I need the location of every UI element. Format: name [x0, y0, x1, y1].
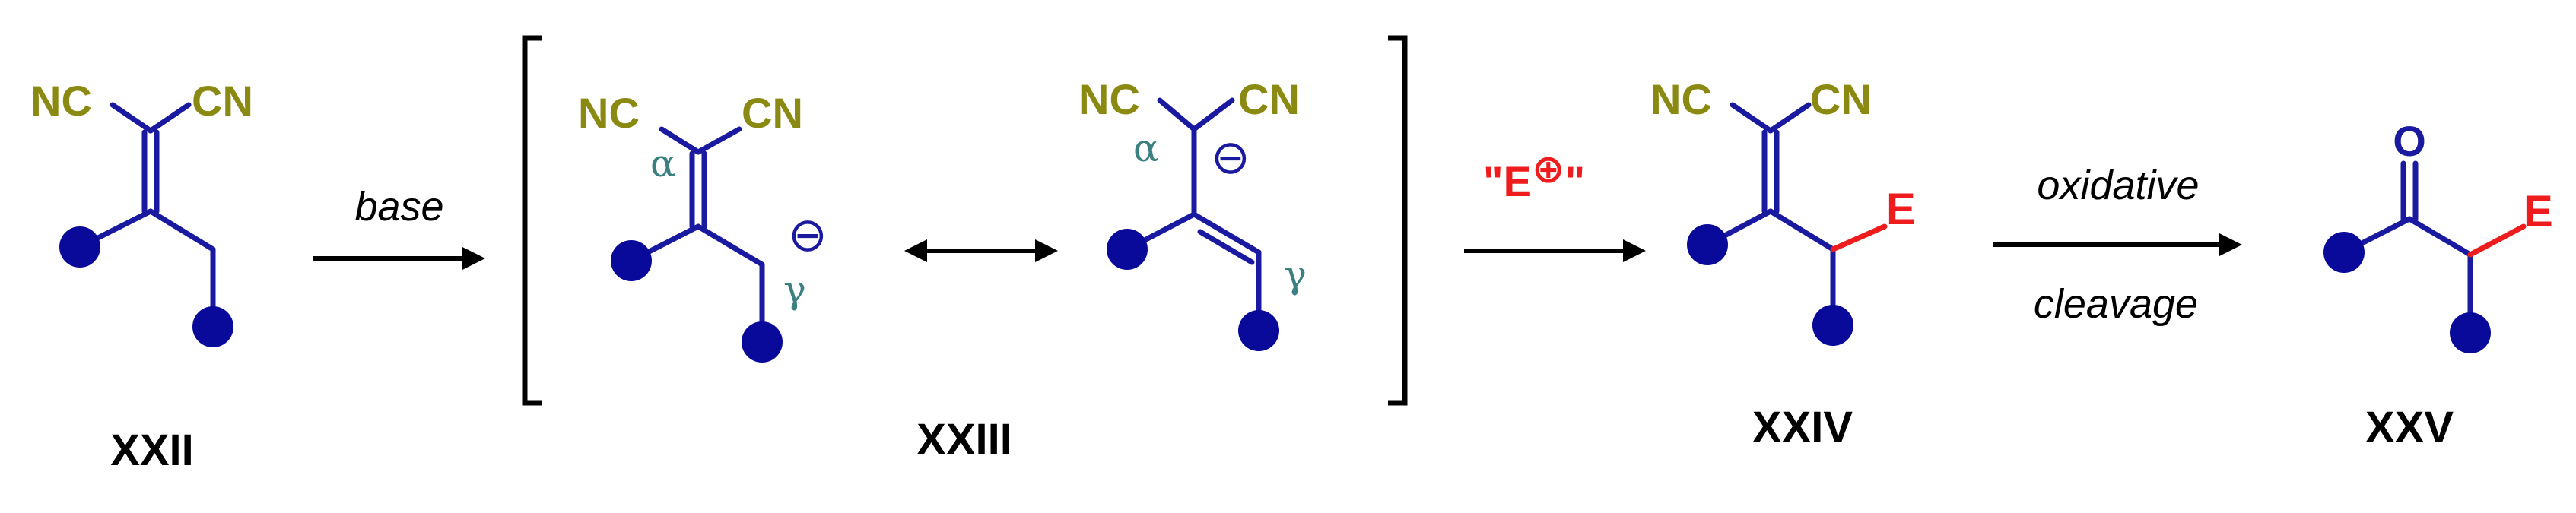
- nitrile-label: NC: [1650, 75, 1712, 123]
- nitrile-label: NC: [30, 77, 92, 125]
- reagent-cleavage: cleavage: [2034, 281, 2198, 327]
- electrophile-label: E: [2524, 187, 2553, 236]
- substituent-dot: [611, 240, 652, 281]
- nitrile-label: NC: [1078, 75, 1140, 123]
- anion-charge-icon: ⊖: [1211, 129, 1250, 185]
- substituent-dot: [59, 226, 100, 268]
- reagent-oxidative: oxidative: [2037, 163, 2199, 208]
- compound-label-xxiv: XXIV: [1752, 403, 1853, 452]
- substituent-dot: [2450, 312, 2491, 353]
- substituent-dot: [2323, 232, 2365, 273]
- gamma-label: γ: [783, 268, 806, 312]
- compound-label-xxii: XXII: [110, 426, 194, 475]
- nitrile-label: CN: [742, 89, 803, 137]
- resonance-bracket-left: [522, 35, 542, 406]
- oxygen-label: O: [2393, 117, 2426, 165]
- alpha-label: α: [650, 141, 676, 185]
- resonance-bracket-right: [1388, 35, 1408, 406]
- nitrile-label: NC: [578, 89, 640, 137]
- anion-charge-icon: ⊖: [788, 207, 827, 262]
- gamma-label: γ: [1284, 252, 1307, 296]
- compound-label-xxiii: XXIII: [916, 415, 1012, 464]
- compound-label-xxv: XXV: [2365, 403, 2454, 452]
- alpha-label: α: [1133, 126, 1159, 170]
- reagent-electrophile: "E⊕": [1483, 147, 1585, 205]
- compound-xxiv: NC CN E: [1650, 75, 1916, 346]
- nitrile-label: CN: [1238, 75, 1300, 123]
- nitrile-label: CN: [192, 77, 253, 125]
- nitrile-label: CN: [1810, 75, 1872, 123]
- cation-charge-icon: ⊕: [1532, 147, 1565, 192]
- substituent-dot: [1687, 224, 1728, 265]
- substituent-dot: [1238, 310, 1279, 351]
- electrophile-label: E: [1886, 185, 1916, 234]
- substituent-dot: [1107, 229, 1148, 270]
- compound-xxv: O E: [2323, 117, 2553, 353]
- compound-xxiii-form-a: NC CN α γ ⊖: [578, 89, 827, 363]
- substituent-dot: [192, 306, 233, 347]
- reagent-base: base: [354, 184, 443, 230]
- compound-xxiii-form-b: NC CN α γ ⊖: [1078, 75, 1307, 351]
- substituent-dot: [1812, 305, 1853, 346]
- substituent-dot: [742, 321, 783, 363]
- compound-xxii: NC CN: [30, 77, 253, 347]
